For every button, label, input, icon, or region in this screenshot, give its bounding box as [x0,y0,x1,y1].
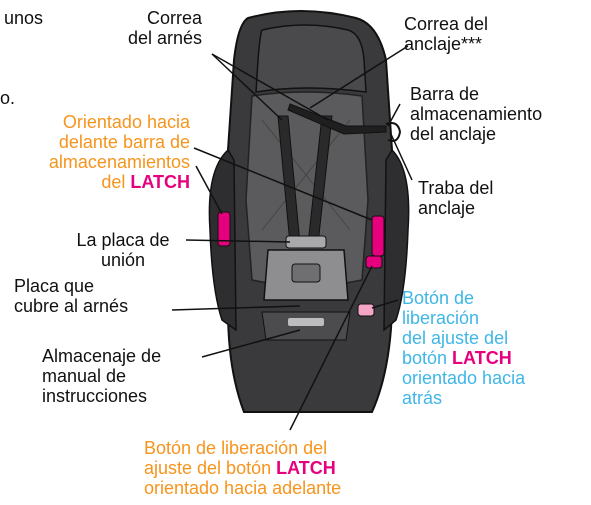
latch-word-front-bar: LATCH [130,172,190,192]
label-rear-btn-boton: botón [402,348,453,368]
label-harness-cover: Placa que cubre al arnés [14,276,128,316]
label-harness-strap-line2: del arnés [127,28,202,48]
leader-harness-left [211,53,283,121]
label-storage-bar-line1: Barra de [410,84,480,104]
label-front-latch-button: Botón de liberación del ajuste del botón… [144,438,341,498]
label-rear-btn-line5: orientado hacia [402,368,526,388]
label-front-bar-line1: Orientado hacia [62,112,190,132]
label-manual-line3: instrucciones [42,386,148,406]
label-front-bar-line2: delante barra de [58,132,190,152]
left-latch-connector [217,211,231,247]
leader-front-button [289,265,373,431]
label-rear-btn-line6: atrás [402,388,443,408]
label-tether-strap-line1: Correa del [404,14,489,34]
label-storage-bar-line2: almacenamiento [410,104,543,124]
latch-word-rear-button: LATCH [452,348,512,368]
label-harness-strap: Correa del arnés [92,8,202,48]
label-front-btn-line3: orientado hacia adelante [144,478,342,498]
label-rear-btn-line2: liberación [402,308,480,328]
leader-lines [171,45,413,431]
leader-tether-lock [389,131,413,181]
label-chest-clip-line2: unión [100,250,146,270]
label-front-btn-line2: ajuste del botón LATCH [144,458,341,478]
leader-chest-clip [185,239,291,243]
cut-label-mid: o. [0,88,16,108]
tether-hook [385,122,402,142]
manual-slot [288,318,324,326]
label-front-bar-line4: del LATCH [0,172,190,192]
label-front-bar-del: del [101,172,131,192]
label-tether-strap: Correa del anclaje*** [404,14,488,54]
label-storage-bar-line3: del anclaje [410,124,497,144]
leader-tether-strap [309,45,409,109]
label-rear-btn-line4: botón LATCH [402,348,525,368]
leader-manual [201,329,301,358]
label-tether-lock-line1: Traba del [418,178,494,198]
leader-harness-cover [171,305,301,311]
leader-storage-bar [387,103,401,127]
label-front-btn-mid: ajuste del botón [144,458,277,478]
label-manual-storage: Almacenaje de manual de instrucciones [42,346,161,406]
headrest [255,24,367,93]
label-front-btn-line1: Botón de liberación del [144,438,328,458]
cut-label-top: unos [4,8,44,28]
label-harness-cover-line2: cubre al arnés [14,296,129,316]
tether-strap-shape [287,103,387,135]
front-latch-button [365,255,383,269]
chest-clip [285,235,327,249]
label-front-latch-bar: Orientado hacia delante barra de almacen… [0,112,190,192]
padding-stitching [261,119,351,231]
label-rear-btn-line1: Botón de [402,288,475,308]
leader-harness-right [211,53,329,121]
label-tether-strap-line2: anclaje*** [404,34,483,54]
label-tether-storage-bar: Barra de almacenamiento del anclaje [410,84,542,144]
leader-rear-button [371,299,399,309]
label-manual-line2: manual de [42,366,127,386]
buckle [291,263,321,283]
rear-latch-button [357,303,375,317]
label-harness-cover-line1: Placa que [14,276,95,296]
label-tether-lock-line2: anclaje [418,198,476,218]
leader-front-bar-left [195,165,223,215]
label-front-bar-line3: almacenamientos [48,152,190,172]
label-rear-btn-line3: del ajuste del [402,328,509,348]
latch-word-front-button: LATCH [276,458,336,478]
right-latch-connector [371,215,385,257]
label-rear-latch-button: Botón de liberación del ajuste del botón… [402,288,525,408]
label-chest-clip-line1: La placa de [76,230,170,250]
leader-front-bar [193,147,373,221]
label-chest-clip: La placa de unión [60,230,186,270]
label-tether-lock: Traba del anclaje [418,178,493,218]
label-manual-line1: Almacenaje de [42,346,162,366]
label-harness-strap-line1: Correa [146,8,202,28]
right-side-wing [383,148,410,332]
